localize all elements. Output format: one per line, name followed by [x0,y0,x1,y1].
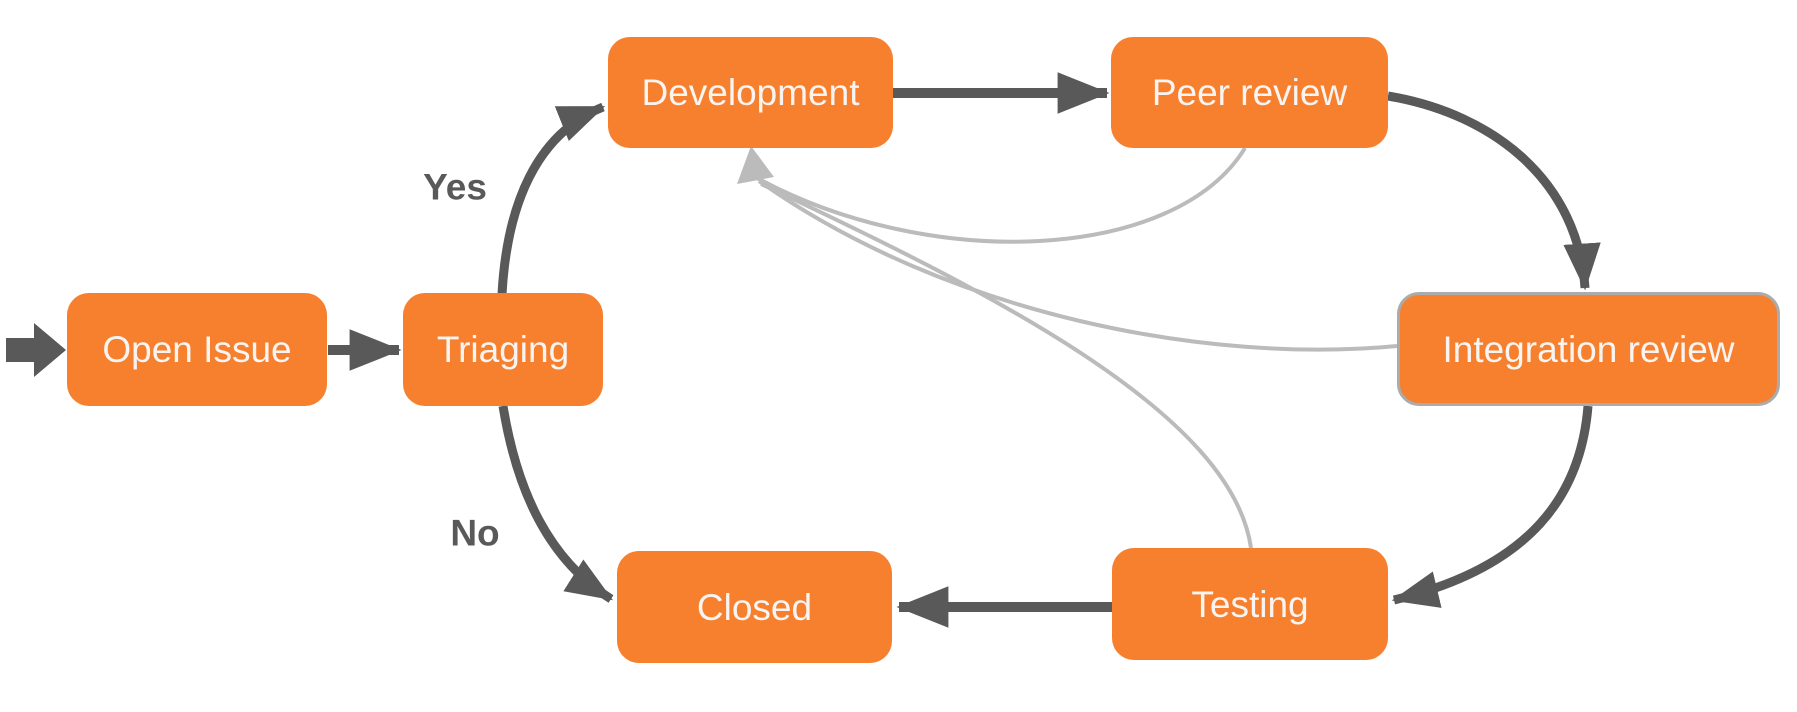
edge-triaging-to-closed-no [498,405,614,603]
node-testing[interactable]: Testing [1112,548,1388,660]
edge-start-to-open-issue [6,323,66,377]
node-open-issue[interactable]: Open Issue [67,293,327,406]
node-development[interactable]: Development [608,37,893,148]
edge-integration-review-to-testing [1391,405,1593,608]
edge-label-no: No [450,512,500,554]
edge-triaging-to-development-yes [497,102,606,295]
edge-label-yes: Yes [423,166,487,208]
node-closed[interactable]: Closed [617,551,892,663]
feedback-arrowhead-icon [737,146,774,184]
node-peer-review-label: Peer review [1151,72,1348,113]
edge-peer-review-to-development-feedback [756,146,1247,244]
node-triaging[interactable]: Triaging [403,293,603,406]
edge-testing-to-development-feedback [760,182,1253,549]
node-development-label: Development [641,72,860,113]
node-integration-review-label: Integration review [1442,328,1735,370]
node-open-issue-label: Open Issue [102,329,292,370]
node-peer-review[interactable]: Peer review [1111,37,1388,148]
edge-peer-review-to-integration-review [1387,91,1601,291]
node-integration-review[interactable]: Integration review [1397,292,1780,406]
node-closed-label: Closed [696,586,813,628]
edge-integration-review-to-development-feedback [757,179,1398,352]
node-testing-label: Testing [1191,583,1309,625]
node-triaging-label: Triaging [436,329,570,370]
